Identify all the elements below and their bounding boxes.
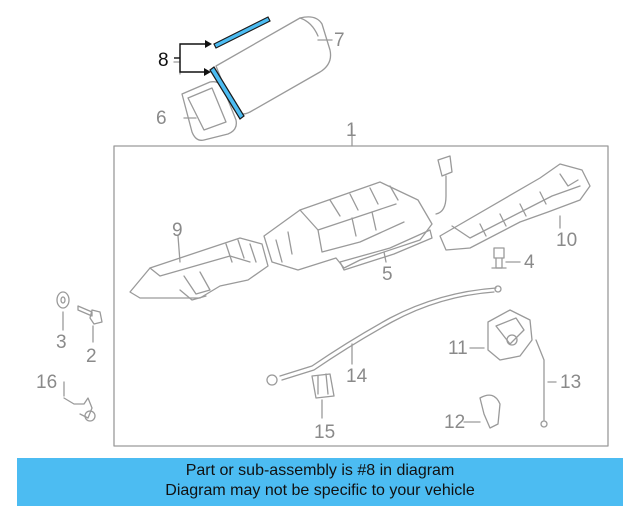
leader-lines <box>62 39 561 423</box>
callout-12: 12 <box>444 412 465 433</box>
part-14-cable <box>266 285 502 386</box>
part-13-rod <box>535 339 548 428</box>
part-16-pin <box>63 397 96 422</box>
callout-6: 6 <box>156 108 167 129</box>
part-3-washer <box>56 291 70 309</box>
callout-1: 1 <box>346 120 357 141</box>
assembly-box-outline <box>113 145 609 447</box>
part-4-screw <box>491 247 507 269</box>
callout-13: 13 <box>560 372 581 393</box>
callout-16: 16 <box>36 372 57 393</box>
notice-line-2: Diagram may not be specific to your vehi… <box>165 482 475 499</box>
part-15-clip <box>311 373 335 399</box>
callout-15: 15 <box>314 422 335 443</box>
callout-7: 7 <box>334 30 345 51</box>
callout-14: 14 <box>346 366 368 387</box>
callout-11: 11 <box>448 338 468 359</box>
callout-4: 4 <box>524 252 535 273</box>
part-11-latch <box>487 309 533 361</box>
part-notice-banner: Part or sub-assembly is #8 in diagram Di… <box>17 458 623 506</box>
callout-8: 8 <box>158 50 169 71</box>
part-12-handle <box>479 394 501 429</box>
callout-2: 2 <box>86 346 97 367</box>
part-2-bolt <box>77 305 103 325</box>
part-10-rail <box>439 163 591 251</box>
callout-3: 3 <box>56 332 67 353</box>
callout-9: 9 <box>172 220 183 241</box>
part-8-highlighted <box>209 16 271 120</box>
notice-line-1: Part or sub-assembly is #8 in diagram <box>185 462 455 479</box>
part-5-glove-box <box>263 181 433 271</box>
parts-diagram: 1 2 3 4 5 6 7 8 9 10 11 12 13 14 15 16 <box>36 16 609 447</box>
callout-5: 5 <box>382 264 393 285</box>
callout-10: 10 <box>556 230 577 251</box>
sensor-with-wire <box>435 155 453 215</box>
part-8-leader-bracket <box>174 43 210 73</box>
part-9-bracket <box>129 237 269 301</box>
